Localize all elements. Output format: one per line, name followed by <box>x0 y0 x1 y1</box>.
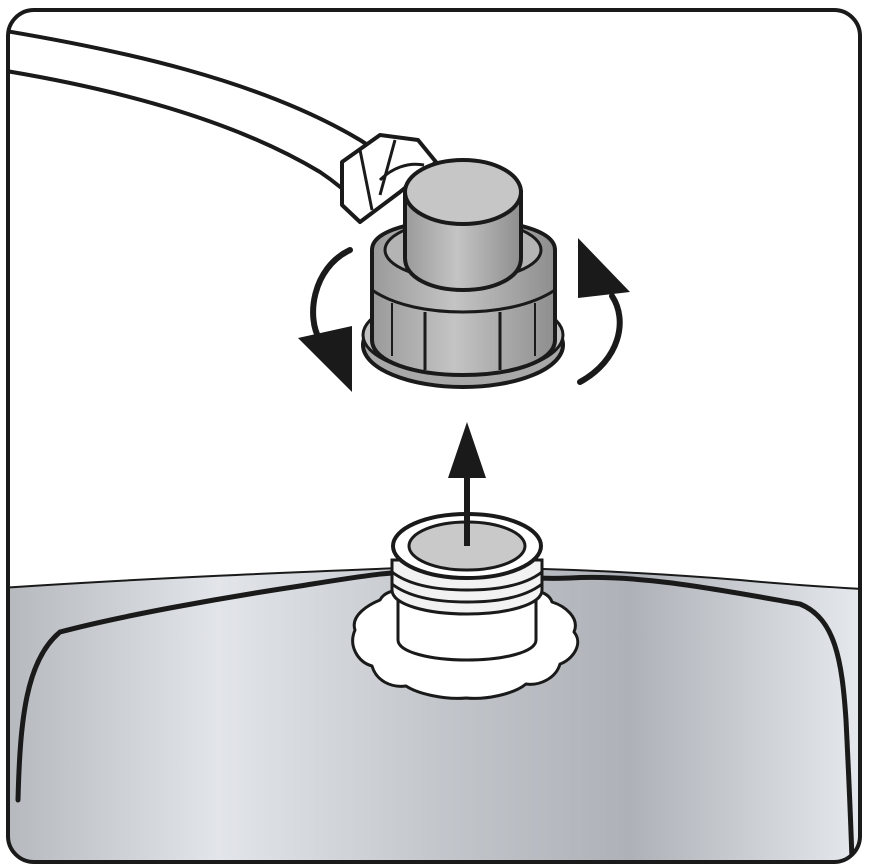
cap-assembly <box>361 158 565 389</box>
counterclockwise-arrow-icon <box>298 247 353 392</box>
cap-top <box>403 158 523 226</box>
frame-border <box>6 8 862 864</box>
tank-surface <box>8 567 860 862</box>
tank-neck <box>351 470 580 700</box>
clockwise-arrow-icon <box>577 238 630 385</box>
